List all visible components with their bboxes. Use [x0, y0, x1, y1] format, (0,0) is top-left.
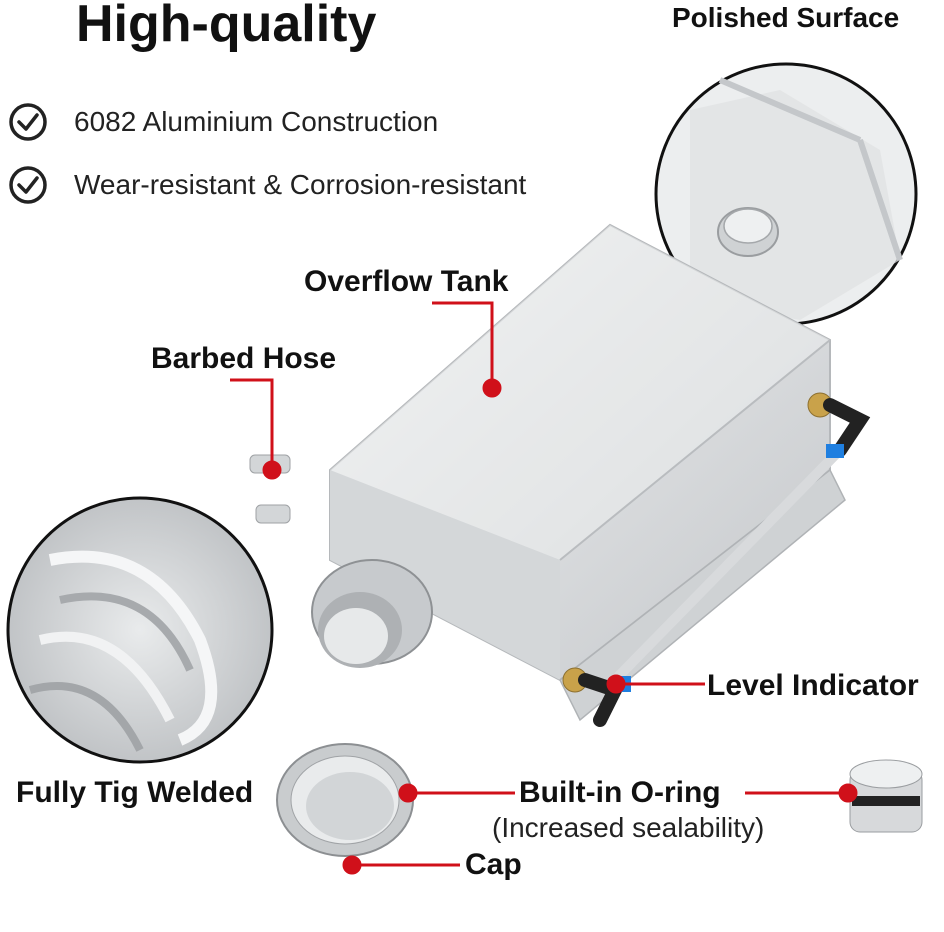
- callout-lines: [230, 301, 858, 875]
- cap-part: [276, 743, 414, 857]
- polished-surface-zoom: [654, 62, 918, 326]
- weld-zoom: [6, 496, 274, 764]
- label-barbed-hose: Barbed Hose: [151, 342, 337, 375]
- plug-part: [849, 759, 923, 833]
- label-built-in-oring-note: (Increased sealability): [492, 812, 765, 843]
- tank-body: [249, 223, 871, 727]
- label-fully-tig-welded: Fully Tig Welded: [16, 776, 254, 809]
- check-circle-icon: [9, 166, 47, 204]
- label-level-indicator: Level Indicator: [707, 669, 919, 702]
- feature-text: 6082 Aluminium Construction: [74, 106, 439, 137]
- page-heading: High-quality: [76, 0, 377, 53]
- feature-item-resistance: Wear-resistant & Corrosion-resistant: [8, 165, 526, 205]
- label-built-in-oring: Built-in O-ring: [519, 776, 721, 809]
- label-cap: Cap: [465, 848, 522, 881]
- feature-item-material: 6082 Aluminium Construction: [8, 102, 438, 142]
- check-circle-icon: [9, 103, 47, 141]
- label-polished-surface: Polished Surface: [672, 2, 900, 33]
- feature-text: Wear-resistant & Corrosion-resistant: [74, 169, 527, 200]
- label-overflow-tank: Overflow Tank: [304, 265, 509, 298]
